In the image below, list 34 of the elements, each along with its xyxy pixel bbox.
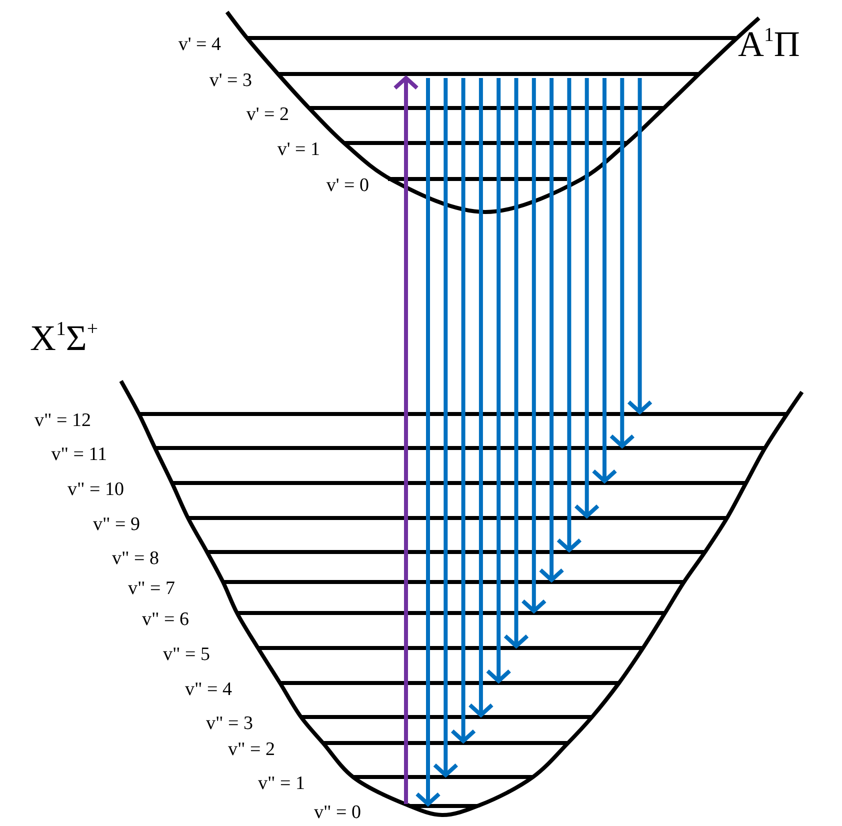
level-label: v" = 6: [141, 611, 189, 629]
arrow: [468, 78, 494, 717]
arrow: [450, 78, 476, 743]
level-label: v" = 4: [184, 681, 232, 699]
level-label: v' = 3: [208, 72, 252, 90]
level-label: v" = 10: [66, 481, 124, 499]
arrow: [574, 78, 600, 518]
level-label: v' = 1: [276, 141, 320, 159]
level-label: v" = 3: [205, 715, 253, 733]
level-label: v' = 0: [325, 177, 369, 195]
level-label: v" = 9: [92, 516, 140, 534]
state-label: A$^{1}$Π: [738, 24, 800, 64]
level-label: v" = 8: [111, 550, 159, 568]
arrow: [486, 78, 512, 683]
level-label: v' = 4: [177, 36, 221, 54]
arrow: [556, 78, 582, 552]
state-label: X$^{1}$Σ$^{+}$: [30, 318, 98, 358]
arrow: [538, 78, 565, 582]
level-label: v" = 2: [227, 741, 275, 759]
arrow: [520, 78, 547, 613]
level-label: v" = 5: [162, 646, 210, 664]
arrow: [503, 78, 530, 648]
arrow: [626, 78, 653, 414]
level-label: v" = 11: [50, 446, 107, 464]
arrow: [415, 78, 441, 806]
arrow: [609, 78, 636, 448]
level-label: v" = 7: [127, 580, 175, 598]
level-label: v" = 0: [313, 804, 361, 822]
arrow: [393, 76, 419, 804]
level-label: v' = 2: [245, 106, 289, 124]
level-label: v" = 1: [257, 775, 305, 793]
arrow: [432, 78, 459, 777]
arrow: [592, 78, 618, 483]
level-label: v" = 12: [34, 412, 91, 430]
